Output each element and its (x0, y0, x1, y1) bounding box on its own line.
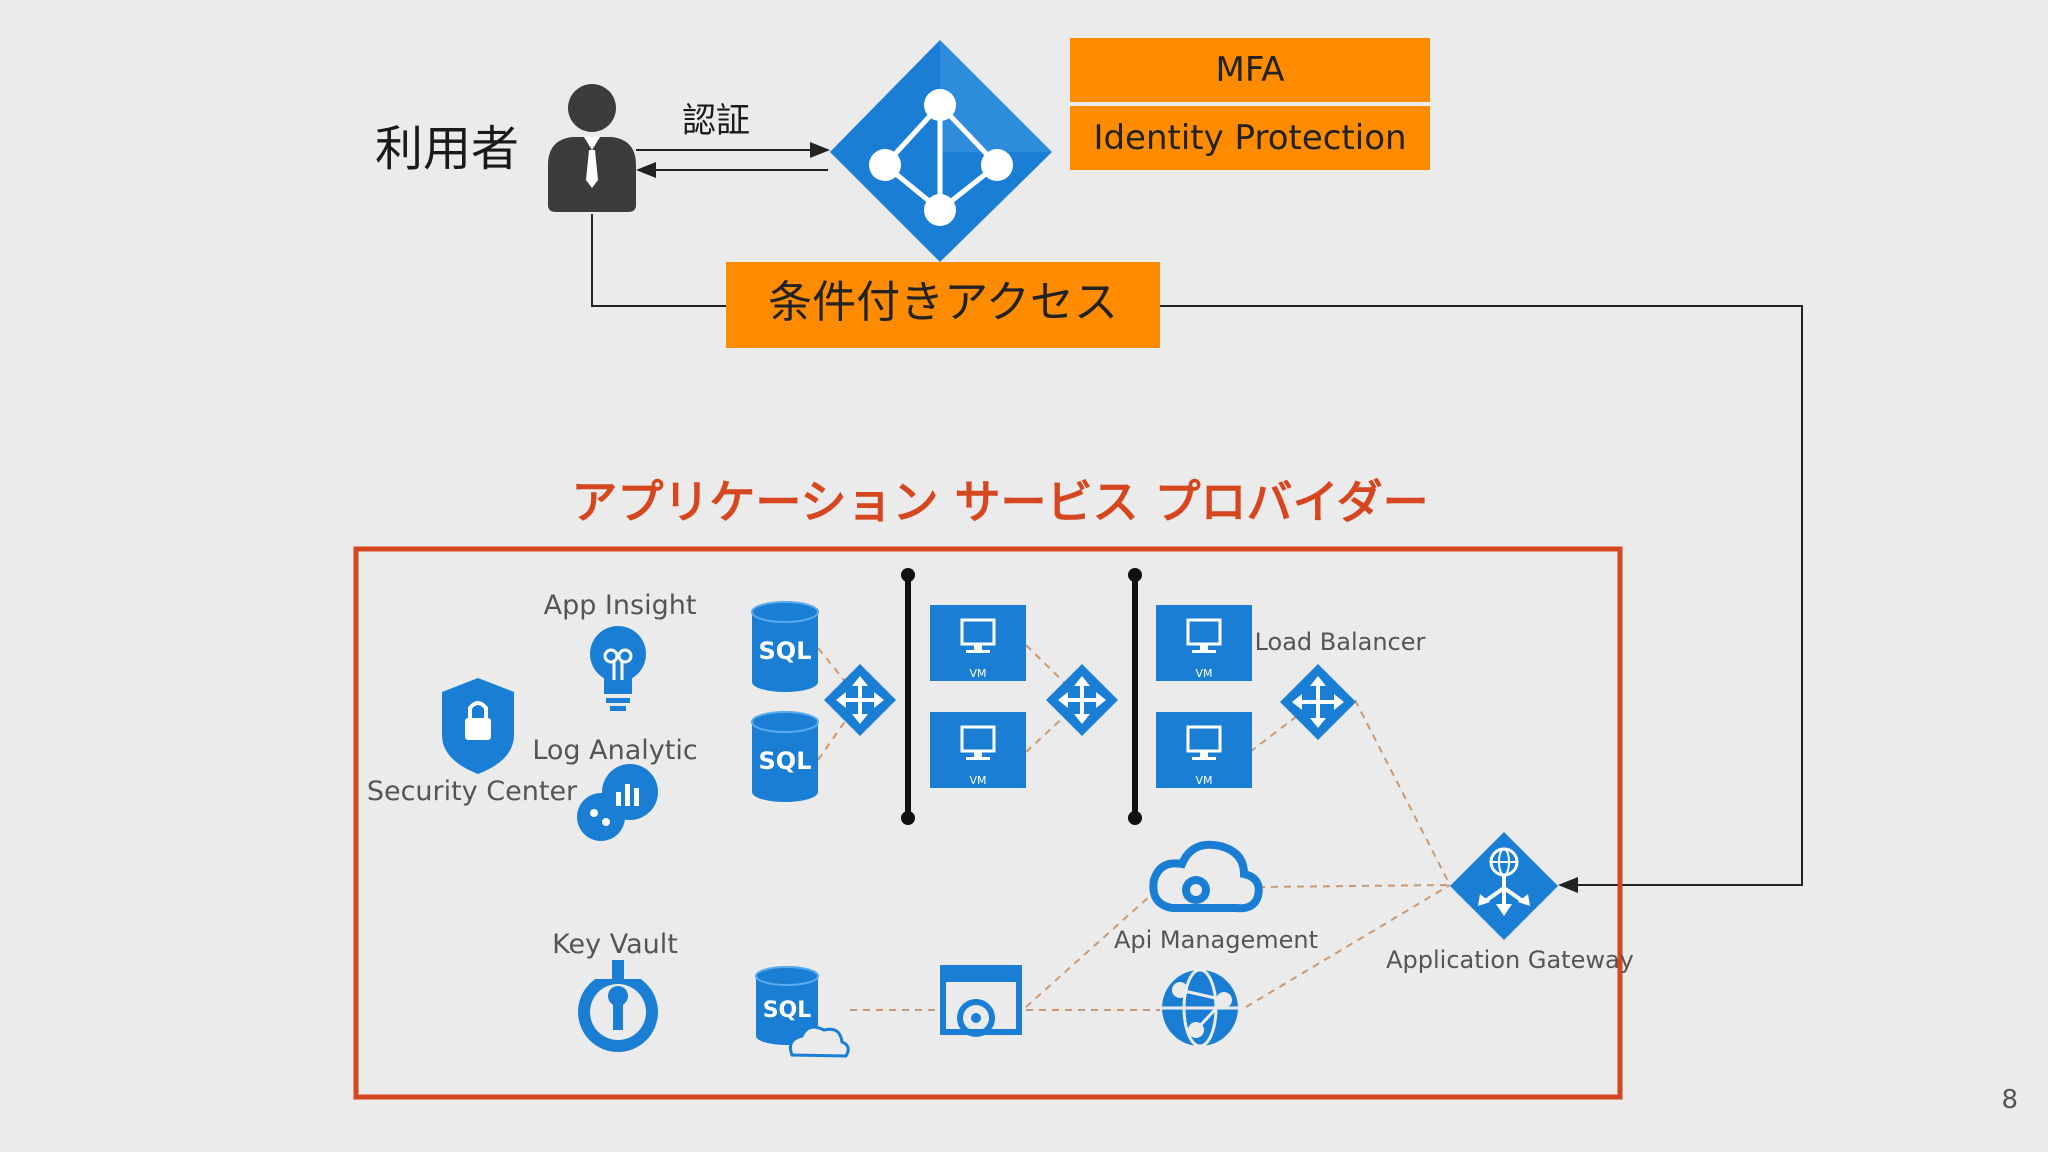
load-balancer-icon (1280, 664, 1356, 740)
vm-icon: VM (1156, 712, 1252, 788)
application-gateway-icon (1450, 832, 1558, 940)
access-to-gateway-arrow (1160, 305, 1803, 893)
svg-text:VM: VM (1195, 774, 1212, 787)
sql-database-icon: SQL (751, 601, 819, 692)
web-app-window-icon (940, 965, 1022, 1037)
user-person-icon (548, 84, 636, 212)
app-insight-lightbulb-icon (590, 626, 646, 711)
globe-network-icon (1162, 968, 1238, 1048)
security-center-shield-icon (442, 678, 514, 774)
sql-cloud-database-icon: SQL (755, 966, 850, 1058)
key-vault-icon (578, 960, 658, 1052)
sql-text: SQL (759, 747, 812, 775)
svg-text:VM: VM (969, 667, 986, 680)
key-vault-label: Key Vault (552, 929, 678, 960)
conditional-access-box (726, 262, 1160, 348)
user-label: 利用者 (375, 121, 519, 177)
svg-text:VM: VM (969, 774, 986, 787)
mfa-label: MFA (1215, 50, 1284, 90)
api-management-cloud-icon (1149, 840, 1263, 913)
sql-text: SQL (759, 637, 812, 665)
svg-text:VM: VM (1195, 667, 1212, 680)
provider-title: アプリケーション サービス プロバイダー (571, 475, 1428, 529)
load-balancer-label: Load Balancer (1255, 628, 1426, 656)
security-center-label: Security Center (367, 776, 578, 807)
router-diamond-icon (824, 664, 896, 736)
log-analytic-label: Log Analytic (532, 735, 697, 766)
dashed-connections (817, 644, 1451, 1011)
identity-protection-label: Identity Protection (1093, 118, 1406, 158)
app-insight-label: App Insight (544, 590, 697, 621)
provider-frame (353, 546, 1623, 1100)
vm-icon: VM (1156, 605, 1252, 681)
router-diamond-icon (1046, 664, 1118, 736)
application-gateway-label: Application Gateway (1386, 946, 1634, 974)
sql-text: SQL (763, 998, 812, 1023)
vm-icon: VM (930, 712, 1026, 788)
conditional-access-label: 条件付きアクセス (768, 277, 1118, 328)
mfa-box (1070, 38, 1430, 102)
network-bus-left (901, 568, 915, 825)
log-analytic-icon (577, 764, 658, 841)
vm-icon: VM (930, 605, 1026, 681)
api-management-label: Api Management (1114, 926, 1318, 954)
auth-label: 認証 (682, 101, 750, 141)
sql-database-icon: SQL (751, 711, 819, 802)
identity-protection-box (1070, 106, 1430, 170)
azure-ad-icon (830, 40, 1052, 262)
user-to-access-line (591, 214, 726, 307)
network-bus-right (1128, 568, 1142, 825)
page-number: 8 (2001, 1085, 2018, 1115)
